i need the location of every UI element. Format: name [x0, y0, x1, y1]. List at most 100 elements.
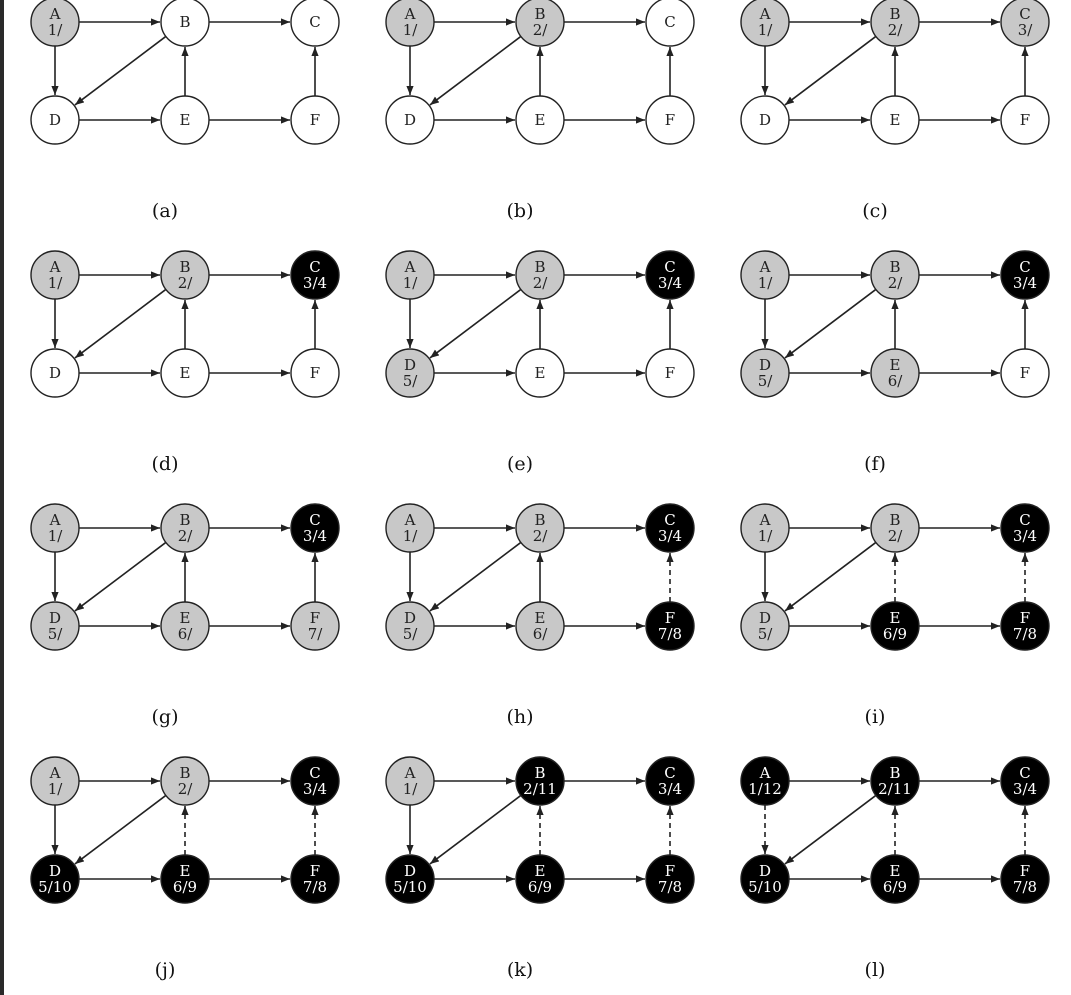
- node-e: E6/9: [870, 854, 920, 904]
- edge-b-d: [429, 541, 522, 612]
- edge-b-d: [74, 794, 167, 865]
- node-label: D: [759, 862, 771, 880]
- node-circle: [160, 503, 210, 553]
- node-time: 5/: [403, 372, 419, 390]
- node-circle: [385, 250, 435, 300]
- node-label: E: [890, 356, 901, 374]
- node-f: F7/8: [1000, 854, 1050, 904]
- node-e: E: [160, 348, 210, 398]
- node-label: A: [49, 511, 61, 529]
- node-label: A: [404, 258, 416, 276]
- node-time: 3/4: [1013, 274, 1037, 292]
- node-label: A: [404, 5, 416, 23]
- node-a: A1/: [740, 503, 790, 553]
- node-circle: [870, 854, 920, 904]
- node-circle: [1000, 503, 1050, 553]
- node-label: D: [404, 111, 416, 129]
- node-circle: [160, 0, 210, 47]
- node-time: 2/: [888, 527, 904, 545]
- node-label: C: [1019, 5, 1030, 23]
- panel-label: (i): [865, 706, 886, 728]
- node-label: C: [664, 511, 675, 529]
- node-label: A: [759, 258, 771, 276]
- node-e: E6/9: [515, 854, 565, 904]
- node-time: 3/4: [303, 780, 327, 798]
- node-f: F7/8: [645, 854, 695, 904]
- node-circle: [870, 601, 920, 651]
- node-d: D5/: [385, 601, 435, 651]
- node-circle: [30, 854, 80, 904]
- node-a: A1/: [740, 0, 790, 47]
- node-circle: [30, 250, 80, 300]
- node-label: F: [665, 364, 675, 382]
- node-label: B: [889, 764, 900, 782]
- node-label: F: [1020, 111, 1030, 129]
- node-circle: [385, 348, 435, 398]
- node-label: E: [535, 862, 546, 880]
- node-d: D5/10: [30, 854, 80, 904]
- node-circle: [645, 95, 695, 145]
- node-time: 1/: [48, 527, 64, 545]
- node-circle: [290, 854, 340, 904]
- node-label: F: [310, 862, 320, 880]
- node-circle: [740, 0, 790, 47]
- node-label: E: [535, 364, 546, 382]
- node-label: D: [49, 364, 61, 382]
- node-time: 3/4: [658, 527, 682, 545]
- node-time: 1/: [48, 780, 64, 798]
- edge-b-d: [429, 288, 522, 359]
- node-f: F7/8: [1000, 601, 1050, 651]
- node-time: 2/: [178, 780, 194, 798]
- node-a: A1/: [30, 0, 80, 47]
- node-f: F: [1000, 348, 1050, 398]
- edge-b-d: [784, 35, 877, 106]
- node-f: F7/: [290, 601, 340, 651]
- node-time: 2/: [533, 527, 549, 545]
- node-label: B: [179, 764, 190, 782]
- node-label: E: [890, 862, 901, 880]
- node-a: A1/: [385, 756, 435, 806]
- node-time: 3/4: [658, 274, 682, 292]
- node-time: 6/: [178, 625, 194, 643]
- node-circle: [160, 756, 210, 806]
- node-label: D: [49, 609, 61, 627]
- node-time: 3/4: [1013, 527, 1037, 545]
- node-time: 1/12: [748, 780, 782, 798]
- edge-b-d: [429, 35, 522, 106]
- node-label: D: [404, 356, 416, 374]
- node-circle: [515, 854, 565, 904]
- node-circle: [385, 756, 435, 806]
- node-label: B: [889, 5, 900, 23]
- node-circle: [160, 95, 210, 145]
- panel-label: (f): [864, 453, 886, 475]
- node-circle: [645, 0, 695, 47]
- node-e: E: [515, 95, 565, 145]
- node-c: C3/4: [645, 503, 695, 553]
- node-label: A: [49, 5, 61, 23]
- node-time: 7/8: [1013, 878, 1037, 896]
- node-circle: [740, 250, 790, 300]
- node-circle: [740, 854, 790, 904]
- node-label: D: [759, 111, 771, 129]
- node-time: 1/: [758, 274, 774, 292]
- node-b: B2/11: [870, 756, 920, 806]
- node-circle: [160, 854, 210, 904]
- node-f: F7/8: [290, 854, 340, 904]
- node-circle: [385, 503, 435, 553]
- node-f: F: [1000, 95, 1050, 145]
- panel: A1/B2/C3/4D5/E6/9F7/8(i): [740, 503, 1050, 728]
- node-circle: [290, 348, 340, 398]
- panel-label: (l): [865, 959, 886, 981]
- node-f: F: [645, 95, 695, 145]
- node-label: D: [404, 609, 416, 627]
- node-circle: [30, 756, 80, 806]
- node-a: A1/12: [740, 756, 790, 806]
- node-circle: [385, 601, 435, 651]
- node-time: 6/9: [173, 878, 197, 896]
- edge-b-d: [74, 35, 167, 106]
- node-label: F: [665, 111, 675, 129]
